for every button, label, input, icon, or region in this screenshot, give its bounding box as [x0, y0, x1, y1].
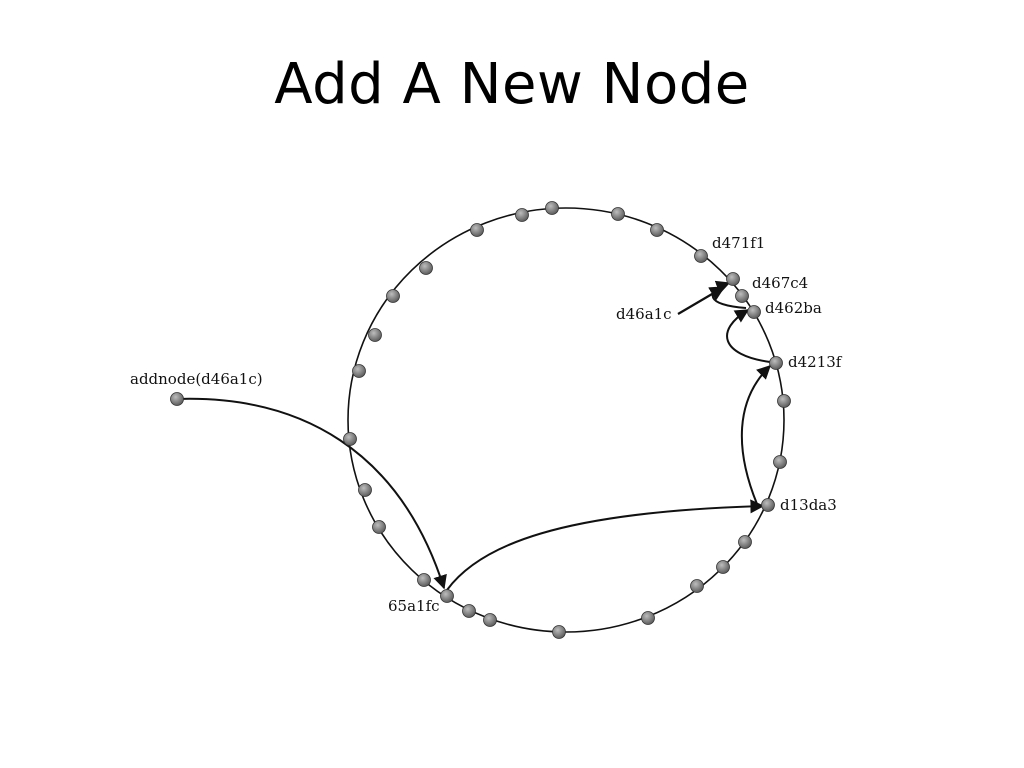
ring-node	[368, 328, 382, 342]
ring-node	[735, 289, 749, 303]
label-addnode: addnode(d46a1c)	[130, 370, 263, 388]
ring-node	[690, 579, 704, 593]
label-d467c4: d467c4	[752, 274, 808, 292]
ring-node	[641, 611, 655, 625]
ring-node	[777, 394, 791, 408]
label-d46a1c: d46a1c	[616, 305, 672, 323]
ring-node	[650, 223, 664, 237]
ring-node	[694, 249, 708, 263]
ring-node	[761, 498, 775, 512]
ring-node	[483, 613, 497, 627]
ring-node	[417, 573, 431, 587]
arrow-d13da3-to-d4213f	[740, 365, 772, 505]
label-65a1fc: 65a1fc	[388, 597, 440, 615]
ring-node	[419, 261, 433, 275]
ring-circle	[347, 207, 785, 633]
ring-node	[716, 560, 730, 574]
ring-node	[545, 201, 559, 215]
ring-node	[747, 305, 761, 319]
ring-node	[352, 364, 366, 378]
ring-node	[726, 272, 740, 286]
ring-node	[515, 208, 529, 222]
arrow-addnode-to-65a1fc	[176, 397, 447, 590]
ring-node	[773, 455, 787, 469]
label-d471f1: d471f1	[712, 234, 765, 252]
ring-node	[462, 604, 476, 618]
ring-nodes	[343, 201, 791, 639]
ring-node	[372, 520, 386, 534]
ring-node	[440, 589, 454, 603]
new-node	[170, 392, 184, 406]
ring-node	[386, 289, 400, 303]
arrow-d4213f-to-d462ba	[726, 309, 771, 363]
ring-node	[343, 432, 357, 446]
label-d462ba: d462ba	[765, 299, 822, 317]
label-d13da3: d13da3	[780, 496, 837, 514]
arrow-65a1fc-to-d13da3	[446, 499, 765, 591]
ring-node	[470, 223, 484, 237]
ring-node	[611, 207, 625, 221]
arrow-d46a1c-label	[677, 286, 726, 315]
slide-title: Add A New Node	[274, 52, 750, 117]
ring-node	[769, 356, 783, 370]
label-d4213f: d4213f	[788, 353, 843, 371]
ring-node	[738, 535, 752, 549]
ring-node	[552, 625, 566, 639]
ring-node	[358, 483, 372, 497]
